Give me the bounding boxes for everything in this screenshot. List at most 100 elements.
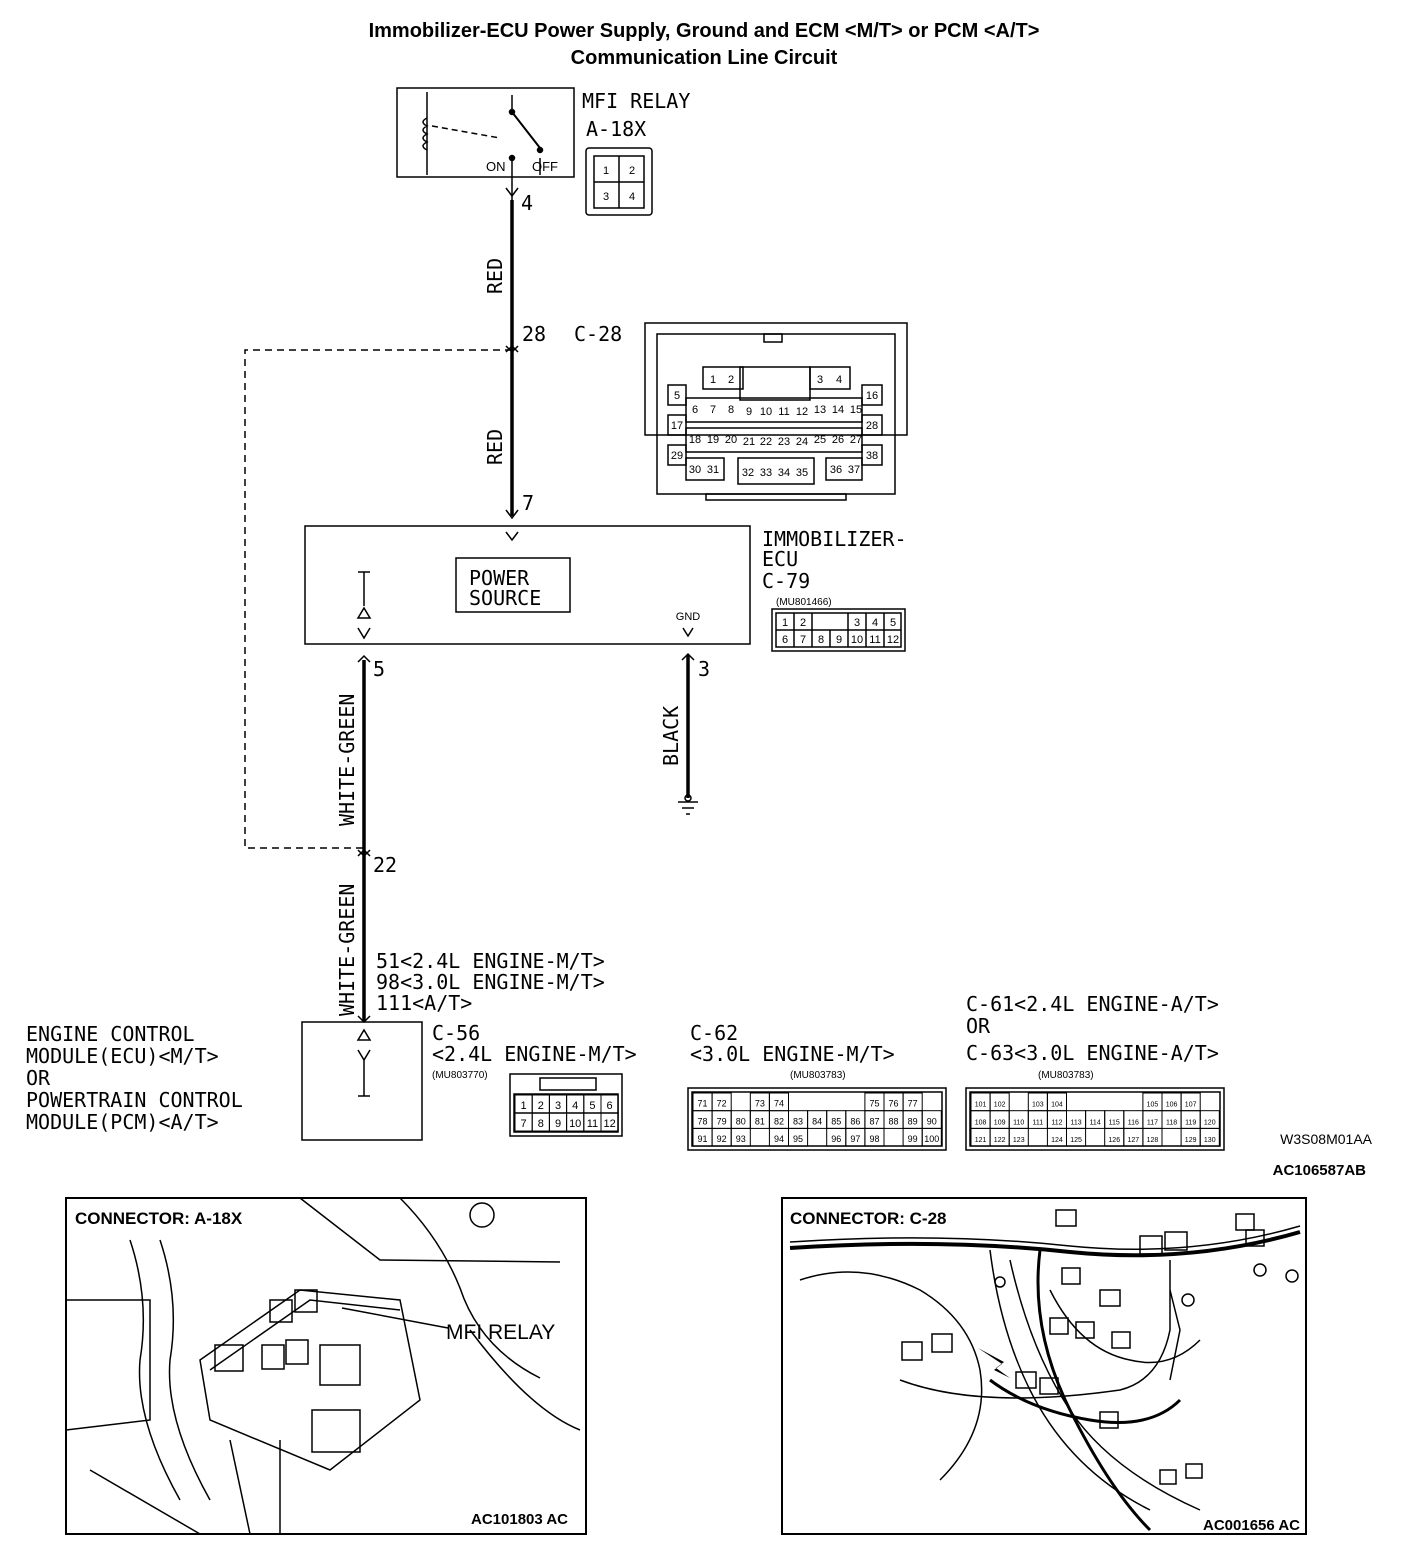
c28-pin: 18 [689, 434, 701, 446]
c56-pin: 11 [587, 1118, 598, 1130]
c62-pin: 91 [698, 1134, 708, 1144]
c28-pin: 16 [866, 390, 878, 402]
c61-cell [1066, 1127, 1087, 1147]
c62-pin: 71 [698, 1099, 708, 1109]
a18x-pin: 2 [629, 165, 635, 177]
ecm-pin-variant-2: 98<3.0L ENGINE-M/T> [376, 970, 605, 994]
relay-on-label: ON [486, 159, 506, 174]
c28-pin: 30 [689, 464, 701, 476]
c61-pin: 128 [1147, 1137, 1159, 1144]
c28-pin: 37 [848, 464, 860, 476]
c56-cell [600, 1112, 619, 1132]
c62-pin: 90 [927, 1116, 937, 1126]
c28-pin: 3 [817, 374, 823, 386]
c62-pin: 95 [793, 1134, 803, 1144]
c56-pin: 5 [589, 1100, 595, 1112]
c56-pin: 3 [555, 1100, 561, 1112]
c56-pin: 6 [607, 1100, 613, 1112]
c61-pin: 104 [1051, 1102, 1063, 1109]
c56-pin: 12 [603, 1118, 615, 1130]
c28-pin: 22 [760, 436, 772, 448]
c62-pin: 79 [717, 1116, 727, 1126]
a18x-pin: 4 [629, 191, 635, 203]
c56-part: (MU803770) [432, 1070, 488, 1081]
wire-color-black: BLACK [659, 706, 683, 766]
a18x-pin: 3 [603, 191, 609, 203]
photo-a18x: CONNECTOR: A-18X MFI RELAY AC101803 AC [65, 1197, 587, 1535]
c28-pin: 35 [796, 467, 808, 479]
c61-pin: 115 [1109, 1119, 1120, 1126]
c56-pin: 9 [555, 1118, 561, 1130]
mfi-relay-connector: A-18X [586, 117, 646, 141]
c28-name: C-28 [574, 322, 622, 346]
c28-pin: 24 [796, 436, 808, 448]
c79-pin: 7 [800, 634, 806, 646]
wire-color-red-upper: RED [483, 258, 507, 294]
figure-code: AC106587AB [1273, 1162, 1367, 1179]
c28-pin: 10 [760, 406, 772, 418]
c28-pin: 29 [671, 450, 683, 462]
c28-pin: 8 [728, 404, 734, 416]
c56-name: C-56 [432, 1021, 480, 1045]
c28-pin: 38 [866, 450, 878, 462]
c61-pin: 130 [1204, 1137, 1216, 1144]
c61-cell [1199, 1127, 1220, 1147]
c62-pin: 97 [850, 1134, 860, 1144]
c61-pin: 106 [1166, 1102, 1178, 1109]
c62-pin: 83 [793, 1116, 803, 1126]
c61-pin: 102 [994, 1102, 1006, 1109]
ecm-name-3: OR [26, 1066, 51, 1090]
c62-pin: 88 [889, 1116, 899, 1126]
mfi-relay-symbol [396, 87, 575, 200]
wire-color-white-green-upper: WHITE-GREEN [335, 694, 359, 826]
c62-cell [788, 1127, 809, 1147]
c28-pin: 2 [728, 374, 734, 386]
c56-pin: 8 [538, 1118, 544, 1130]
c79-pin: 10 [851, 634, 863, 646]
c62-pin: 81 [755, 1116, 765, 1126]
c28-pin: 9 [746, 406, 752, 418]
c61-pin: 126 [1108, 1137, 1120, 1144]
c62-pin: 80 [736, 1116, 746, 1126]
c79-pin: 11 [869, 634, 880, 646]
c28-pin: 20 [725, 434, 737, 446]
ground-symbol [678, 794, 698, 815]
c61-pin: 117 [1147, 1119, 1158, 1126]
c28-pin: 25 [814, 434, 826, 446]
c62-pin: 78 [698, 1116, 708, 1126]
c28-pin: 13 [814, 404, 826, 416]
c61-pin: 119 [1185, 1119, 1196, 1126]
c62-pin: 86 [850, 1116, 860, 1126]
c61-pin: 127 [1128, 1137, 1140, 1144]
immobilizer-part: (MU801466) [776, 597, 832, 608]
c61-pin: 110 [1013, 1119, 1024, 1126]
photo-a18x-header: CONNECTOR: A-18X [75, 1209, 243, 1228]
c62-pin: 76 [889, 1099, 899, 1109]
a18x-connector-face [585, 147, 653, 216]
c56-pin: 10 [569, 1118, 581, 1130]
mfi-relay-name: MFI RELAY [582, 89, 690, 113]
c61-cell [1008, 1127, 1029, 1147]
c28-pin: 6 [692, 404, 698, 416]
c28-pin: 15 [850, 404, 862, 416]
ecm-pin-variant-3: 111<A/T> [376, 991, 472, 1015]
c28-pin: 27 [850, 434, 862, 446]
c62-pin: 99 [908, 1134, 918, 1144]
c62-cell [921, 1127, 942, 1147]
c61-pin: 122 [994, 1137, 1006, 1144]
c61-pin: 108 [975, 1119, 987, 1126]
c28-pin: 34 [778, 467, 790, 479]
c61-cell [1142, 1127, 1163, 1147]
ecm-box [301, 1021, 423, 1141]
power-source-line-2: SOURCE [469, 586, 541, 610]
c61-pin: 118 [1166, 1119, 1177, 1126]
c28-pin: 1 [710, 374, 716, 386]
immobilizer-name-2: ECU [762, 547, 798, 571]
c62-pin: 98 [869, 1134, 879, 1144]
c61-pin: 111 [1033, 1119, 1044, 1126]
photo-c28: CONNECTOR: C-28 AC001656 AC [781, 1197, 1307, 1535]
